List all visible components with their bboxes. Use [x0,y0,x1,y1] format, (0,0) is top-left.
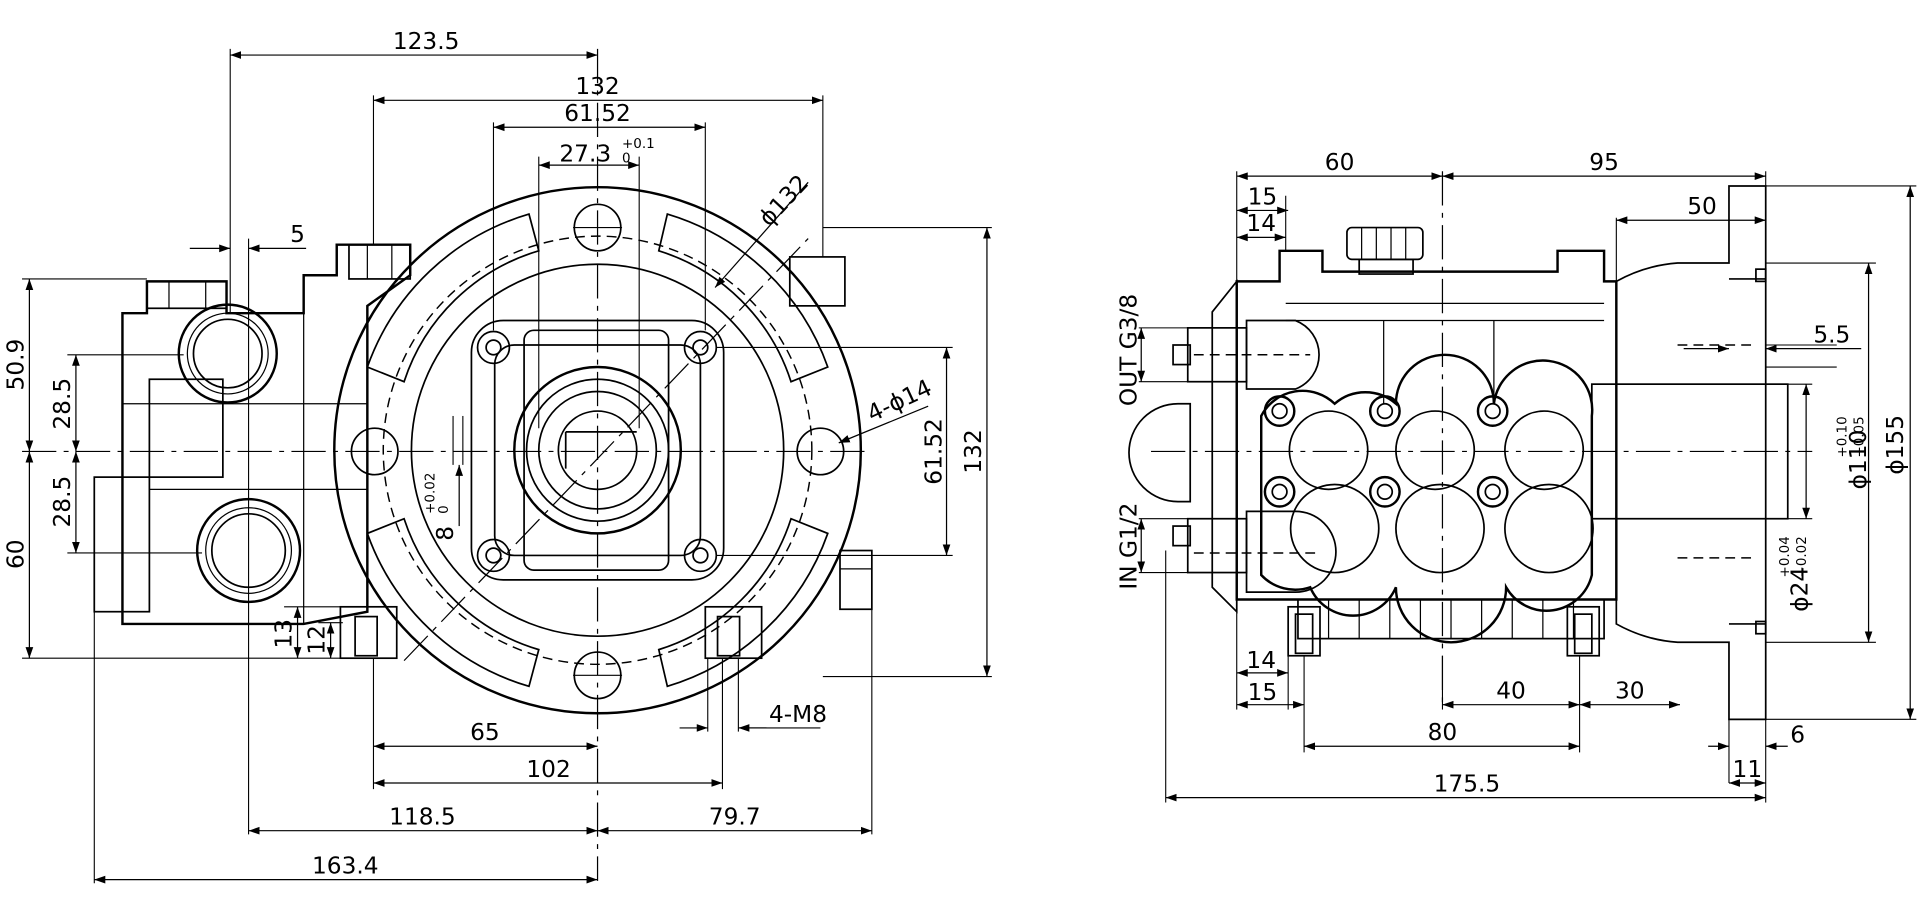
dim-dia-24: ϕ24 [1786,567,1813,612]
dim-13: 13 [270,619,297,649]
label-inlet: IN G1/2 [1115,503,1142,590]
dim-dia-24-tol-upper: +0.04 [1778,536,1793,577]
side-dimension-lines [1137,172,1915,802]
front-shaft [513,365,683,535]
dim-60-side: 60 [1325,149,1355,176]
dim-5-5: 5.5 [1813,322,1850,349]
side-ports [1186,319,1337,593]
dim-11: 11 [1733,756,1763,783]
dim-27-3-tol-lower: 0 [622,152,631,167]
dim-dia-24-tol-lower: +0.02 [1795,536,1810,577]
dim-5: 5 [290,221,305,248]
dim-40: 40 [1496,678,1526,705]
front-flange [333,185,863,715]
front-dimension-texts: 123.5 132 61.52 27.3 +0.1 0 ϕ132 5 4-ϕ14… [2,28,987,880]
dim-8-tol-lower: 0 [437,505,452,514]
dim-95: 95 [1589,149,1619,176]
dim-50: 50 [1687,193,1717,220]
dim-50-9: 50.9 [2,339,29,391]
dim-8: 8 [432,526,459,541]
dim-15-bottom: 15 [1248,679,1278,706]
front-manifold [93,243,873,660]
dim-14-bottom: 14 [1246,647,1276,674]
dim-dia-110-tol-lower: +0.05 [1853,416,1868,457]
dim-15-top: 15 [1248,183,1278,210]
dim-dia-110-tol-upper: +0.10 [1836,416,1851,457]
front-view: 123.5 132 61.52 27.3 +0.1 0 ϕ132 5 4-ϕ14… [2,28,992,884]
dim-118-5: 118.5 [389,804,456,831]
dim-175-5: 175.5 [1434,771,1501,798]
dim-8-tol-upper: +0.02 [424,473,439,514]
dim-60-front: 60 [2,539,29,569]
dim-61-52-side: 61.52 [921,418,948,485]
dim-65: 65 [470,719,500,746]
dim-132-top: 132 [575,73,619,100]
dim-27-3: 27.3 [559,140,611,167]
dim-dia-132: ϕ132 [754,170,815,232]
dim-80: 80 [1428,719,1458,746]
dim-79-7: 79.7 [709,804,761,831]
dim-123-5: 123.5 [393,28,460,55]
side-flange [1590,185,1789,721]
dim-28-5-upper: 28.5 [49,378,76,430]
dim-dia-155: ϕ155 [1882,415,1909,475]
side-cylinders [1260,353,1594,644]
dim-30: 30 [1615,678,1645,705]
dim-27-3-tol-upper: +0.1 [622,137,655,152]
side-extension-lines [1138,171,1917,803]
dim-163-4: 163.4 [312,853,379,880]
dim-102: 102 [526,756,570,783]
side-view: 60 95 15 14 50 5.5 ϕ110 +0.10 +0.05 ϕ155… [1115,149,1917,803]
dim-132-side: 132 [960,429,987,473]
dim-4-m8: 4-M8 [769,701,827,728]
dim-14-top: 14 [1246,210,1276,237]
side-dimension-texts: 60 95 15 14 50 5.5 ϕ110 +0.10 +0.05 ϕ155… [1115,149,1909,797]
dim-61-52-top: 61.52 [564,100,631,127]
dim-dia-110: ϕ110 [1845,430,1872,490]
dim-6: 6 [1790,722,1805,749]
front-dimension-lines [25,51,991,884]
label-outlet: OUT G3/8 [1115,294,1142,406]
dim-12: 12 [303,625,330,655]
side-base [1287,598,1605,657]
dim-28-5-lower: 28.5 [49,476,76,528]
front-extension-lines [22,48,992,884]
